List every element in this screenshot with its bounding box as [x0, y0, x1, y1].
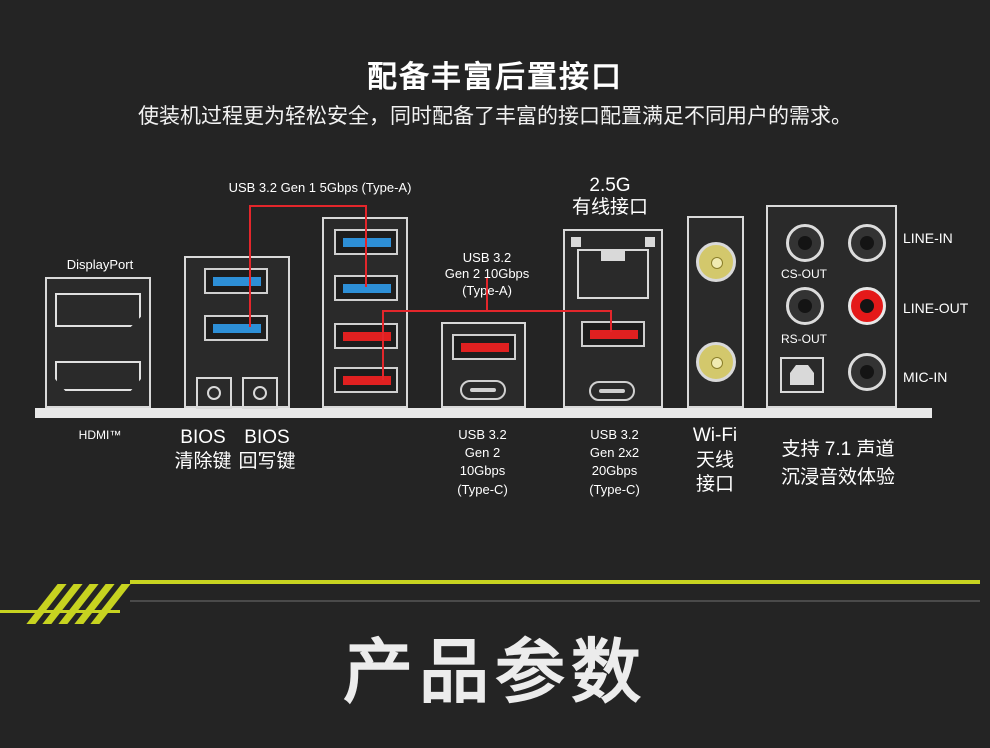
- audio-panel: [766, 205, 897, 408]
- optical-spdif-port: [780, 357, 824, 393]
- usb-a-port-red: [581, 321, 645, 347]
- displayport-label: DisplayPort: [66, 257, 134, 272]
- leader-line: [249, 205, 251, 327]
- usb-a-port-blue: [204, 315, 268, 341]
- usb-a-port-red: [334, 323, 398, 349]
- wifi-label: Wi-Fi 天线 接口: [692, 425, 738, 496]
- bios-usb-panel: [184, 256, 290, 409]
- bios-flash-label: BIOS 回写键: [238, 427, 296, 472]
- lan-panel: [563, 229, 663, 408]
- displayport-connector: [55, 293, 141, 327]
- audio-label: 支持 7.1 声道 沉浸音效体验: [780, 439, 895, 488]
- video-panel: [45, 277, 151, 408]
- usb-a-port-red: [334, 367, 398, 393]
- leader-line: [610, 310, 612, 332]
- usb-c-port: [460, 380, 506, 400]
- leader-line: [486, 278, 488, 312]
- wifi-antenna-connector: [696, 242, 736, 282]
- usb-gen2-panel: [441, 322, 526, 408]
- usb-gen2x2-c-label: USB 3.2 Gen 2x2 20Gbps (Type-C): [589, 427, 640, 497]
- line-in-label: LINE-IN: [903, 230, 953, 246]
- leader-line: [365, 205, 367, 287]
- lan-led: [571, 237, 581, 247]
- audio-jack-line-out: [848, 287, 886, 325]
- lan-led: [645, 237, 655, 247]
- audio-jack-line-in: [848, 224, 886, 262]
- section-title: 产品参数: [343, 631, 647, 713]
- bios-clear-button: [196, 377, 232, 409]
- page-title: 配备丰富后置接口: [367, 60, 623, 95]
- bios-clear-label: BIOS 清除键: [174, 427, 232, 472]
- accent-line: [130, 580, 980, 584]
- wifi-panel: [687, 216, 744, 408]
- io-shield-base: [35, 408, 932, 418]
- divider: [130, 600, 980, 602]
- hdmi-label: HDMI™: [78, 428, 122, 442]
- leader-line: [249, 205, 367, 207]
- mic-in-label: MIC-IN: [903, 369, 948, 385]
- usb-a-port-blue: [204, 268, 268, 294]
- usb-c-port: [589, 381, 635, 401]
- rs-out-label: RS-OUT: [781, 332, 827, 346]
- audio-jack-cs-out: [786, 224, 824, 262]
- lan-label: 2.5G 有线接口: [571, 175, 648, 218]
- audio-jack-mic-in: [848, 353, 886, 391]
- rj45-port: [577, 249, 649, 299]
- hdmi-connector: [55, 361, 141, 391]
- wifi-antenna-connector: [696, 342, 736, 382]
- cs-out-label: CS-OUT: [781, 267, 827, 281]
- leader-line: [382, 310, 612, 312]
- audio-jack-rs-out: [786, 287, 824, 325]
- leader-line: [382, 310, 384, 380]
- usb-gen1-label: USB 3.2 Gen 1 5Gbps (Type-A): [228, 180, 412, 195]
- line-out-label: LINE-OUT: [903, 300, 969, 316]
- page-subtitle: 使装机过程更为轻松安全，同时配备了丰富的接口配置满足不同用户的需求。: [138, 104, 852, 128]
- usb-a-port-red: [452, 334, 516, 360]
- usb-gen2-c-label: USB 3.2 Gen 2 10Gbps (Type-C): [457, 427, 508, 497]
- bios-flashback-button: [242, 377, 278, 409]
